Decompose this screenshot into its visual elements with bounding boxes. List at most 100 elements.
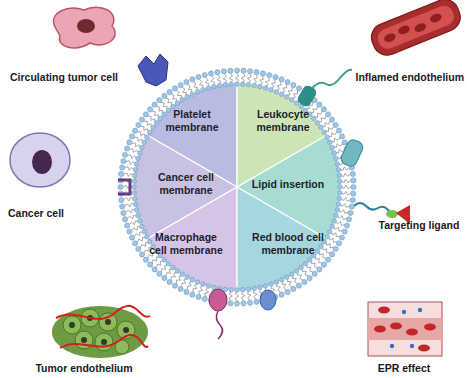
lipid-head <box>254 70 259 75</box>
lipid-tail <box>271 79 275 87</box>
lipid-head <box>336 128 341 133</box>
lipid-head <box>154 120 159 125</box>
lipid-head <box>299 265 304 270</box>
blood-vessel-icon <box>367 0 464 59</box>
lipid-head <box>136 213 141 218</box>
lipid-head <box>333 246 338 251</box>
lipid-head <box>338 179 343 184</box>
lipid-tail <box>253 291 257 300</box>
lipid-head <box>195 280 200 285</box>
lipid-head <box>229 82 234 87</box>
lipid-head <box>234 68 239 73</box>
lipid-head <box>260 71 265 76</box>
lipid-tail <box>319 252 326 258</box>
lipid-head <box>162 112 167 117</box>
lipid-head <box>201 87 206 92</box>
lipid-head <box>321 262 326 267</box>
lipid-tail <box>293 90 298 98</box>
figure-label: Targeting ligand <box>379 219 460 232</box>
lipid-tail <box>235 73 238 82</box>
lipid-tail <box>323 248 330 253</box>
lipid-head <box>137 151 142 156</box>
sector-label: Leukocyte membrane <box>244 108 322 133</box>
lipid-tail <box>342 185 351 188</box>
lipid-head <box>139 117 144 122</box>
lipid-head <box>180 97 185 102</box>
membrane-sector-label-box: Cancer cell membrane <box>147 171 225 196</box>
membrane-sector <box>147 187 237 291</box>
lipid-tail <box>205 77 209 86</box>
lipid-head <box>350 197 355 202</box>
lipid-tail <box>124 173 133 177</box>
lipid-head <box>279 292 284 297</box>
lipid-head <box>228 68 233 73</box>
lipid-head <box>296 86 301 91</box>
lipid-head <box>223 82 228 87</box>
figure-label: Circulating tumor cell <box>10 71 118 84</box>
lipid-head <box>142 229 147 234</box>
lipid-head <box>185 95 190 100</box>
lipid-head <box>142 140 147 145</box>
membrane-sector <box>237 187 327 291</box>
lipid-tail <box>241 292 244 301</box>
lipid-tail <box>336 221 344 225</box>
lipid-tail <box>229 73 232 82</box>
lipid-tail <box>283 84 287 92</box>
membrane-sector-label-box: Leukocyte membrane <box>244 108 322 133</box>
lipid-tail <box>341 173 350 176</box>
sector-label: Lipid insertion <box>249 178 327 191</box>
lipid-head <box>124 223 129 228</box>
lipid-tail <box>152 257 159 263</box>
lipid-head <box>273 74 278 79</box>
lipid-head <box>190 77 195 82</box>
lipid-tail <box>171 94 176 101</box>
lipid-head <box>332 219 337 224</box>
lipid-head <box>140 224 145 229</box>
lipid-head <box>252 83 257 88</box>
lipid-tail <box>277 82 281 90</box>
lipid-head <box>180 272 185 277</box>
lipid-tail <box>205 288 209 297</box>
lipid-head <box>342 229 347 234</box>
lipid-head <box>133 202 138 207</box>
lipid-head <box>332 151 337 156</box>
lipid-head <box>178 82 183 87</box>
lipid-tail <box>342 191 351 194</box>
lipid-tail <box>132 226 140 230</box>
lipid-head <box>151 125 156 130</box>
lipid-tail <box>140 126 148 131</box>
lipid-tail <box>124 197 133 200</box>
lipid-tail <box>211 76 215 85</box>
lipid-tail <box>260 76 264 85</box>
lipid-tail <box>282 282 286 290</box>
lipid-head <box>329 252 334 257</box>
lipid-tail <box>217 75 221 84</box>
lipid-head <box>140 145 145 150</box>
lipid-head <box>302 279 307 284</box>
lipid-head <box>336 167 341 172</box>
lipid-tail <box>161 102 167 109</box>
lipid-head <box>162 275 167 280</box>
cancer-cell-icon <box>10 133 70 187</box>
lipid-head <box>303 262 308 267</box>
lipid-head <box>217 83 222 88</box>
lipid-head <box>206 86 211 91</box>
lipid-head <box>137 219 142 224</box>
lipid-head <box>157 271 162 276</box>
lipid-head <box>148 107 153 112</box>
lipid-head <box>327 140 332 145</box>
lipid-head <box>124 146 129 151</box>
lipid-head <box>321 107 326 112</box>
lipid-tail <box>199 286 203 294</box>
lipid-head <box>336 202 341 207</box>
lipid-head <box>127 140 132 145</box>
lipid-head <box>315 249 320 254</box>
lipid-head <box>129 134 134 139</box>
lipid-head <box>166 108 171 113</box>
lipid-head <box>190 277 195 282</box>
lipid-tail <box>315 111 322 117</box>
lipid-tail <box>341 204 350 208</box>
lipid-tail <box>288 87 292 95</box>
lipid-head <box>258 84 263 89</box>
lipid-tail <box>176 90 181 98</box>
